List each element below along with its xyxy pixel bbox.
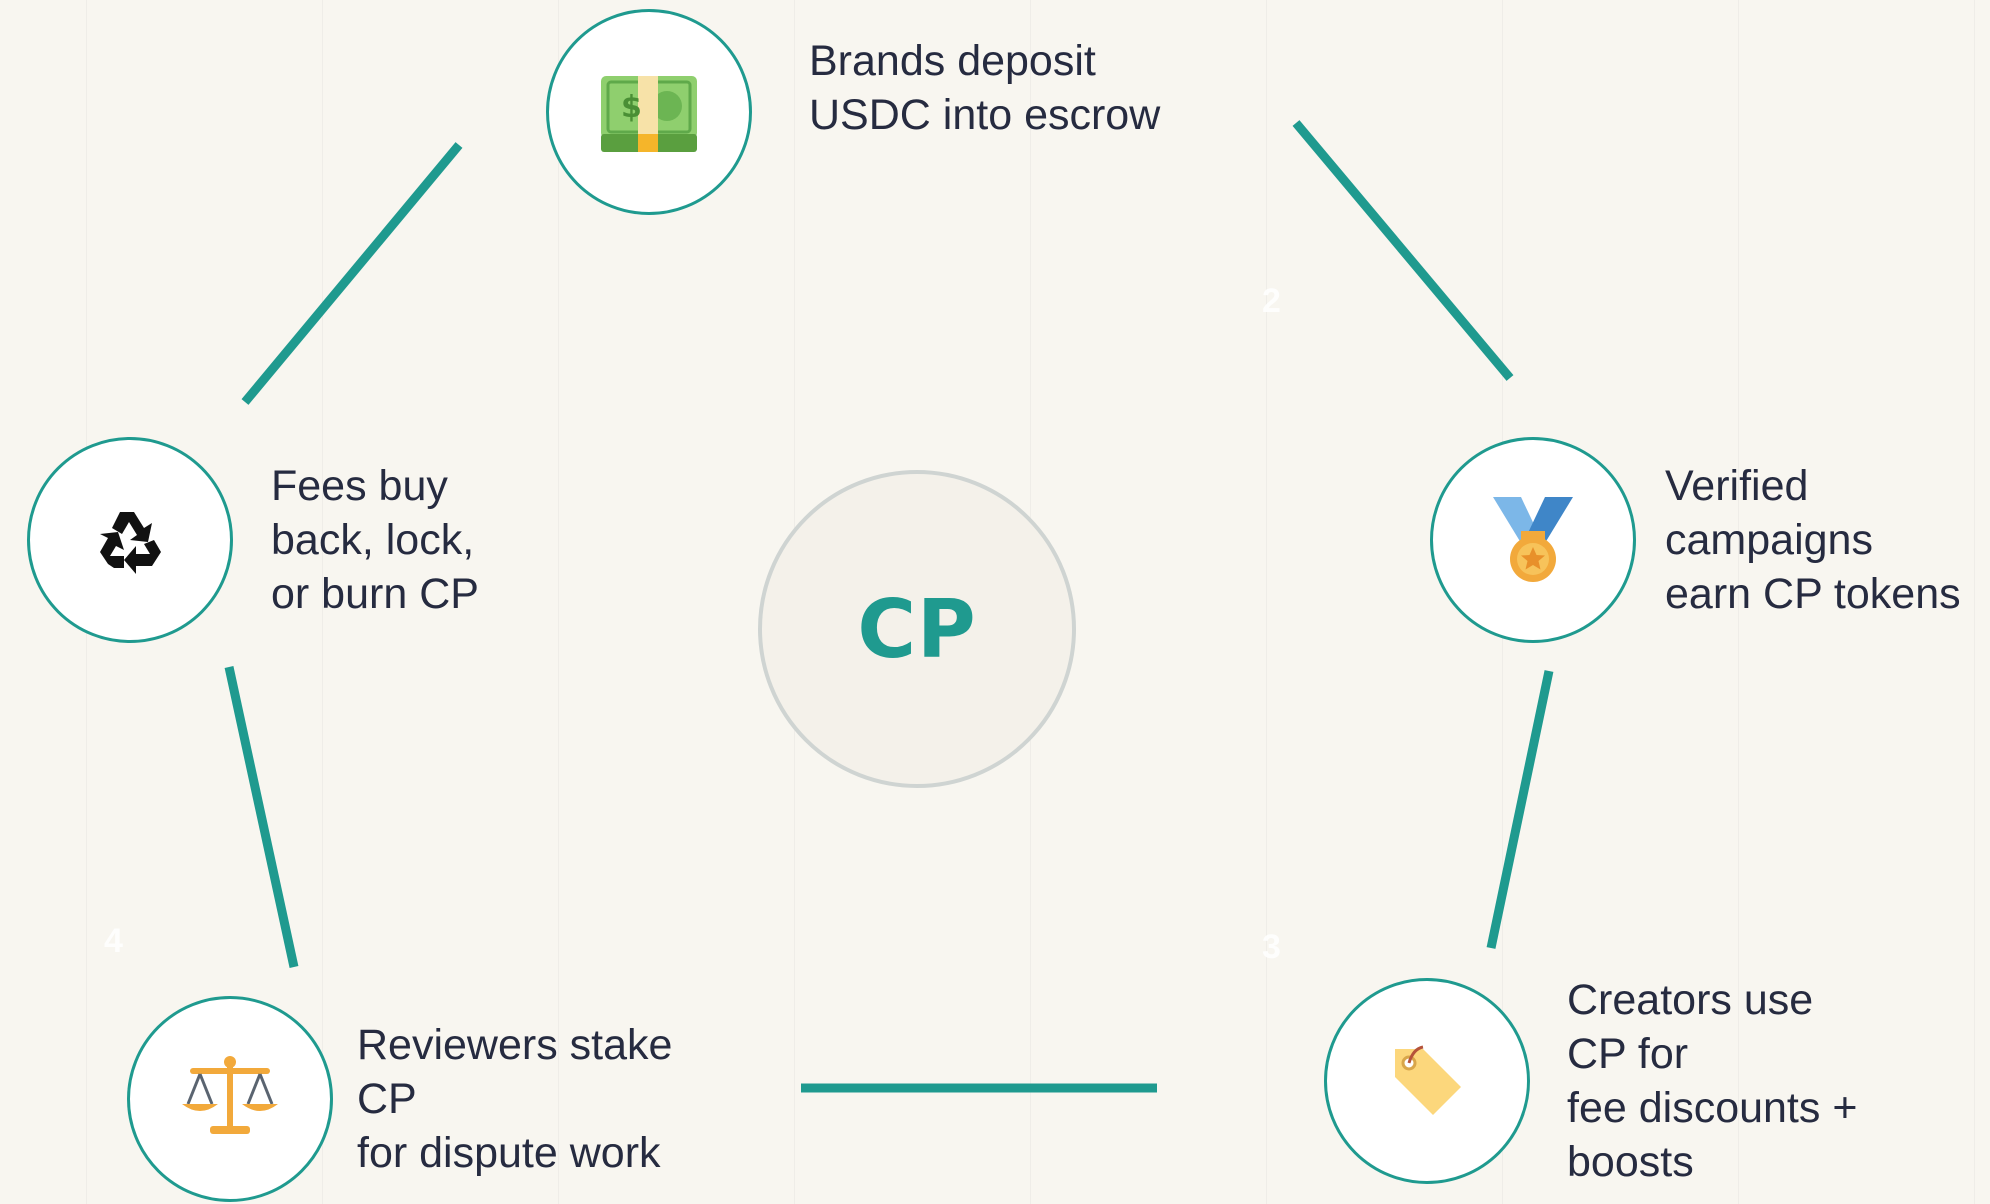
- price-tag-icon: [1395, 1045, 1461, 1115]
- money-bill-icon: $: [601, 76, 697, 152]
- connector-2-3: [1486, 670, 1554, 949]
- step-number-4: 4: [104, 922, 123, 960]
- step-3-label: Creators use CP for fee discounts + boos…: [1567, 976, 1858, 1186]
- scales-icon: [182, 1056, 278, 1134]
- step-4-node: [127, 996, 333, 1202]
- step-number-2: 2: [1262, 282, 1281, 320]
- step-1-label: Brands deposit USDC into escrow: [809, 37, 1161, 139]
- center-token-label: CP: [857, 582, 977, 676]
- svg-text:$: $: [621, 90, 642, 125]
- connector-5-1: [241, 142, 463, 405]
- step-4-label: Reviewers stake CP for dispute work: [357, 1021, 673, 1177]
- step-number-3: 3: [1262, 928, 1281, 966]
- medal-icon: [1493, 497, 1573, 582]
- step-1-node: $: [546, 9, 752, 215]
- step-5-label: Fees buy back, lock, or burn CP: [271, 462, 479, 618]
- step-5-node: [27, 437, 233, 643]
- connector-4-5: [224, 666, 299, 968]
- center-token-circle: CP: [758, 470, 1076, 788]
- connector-1-2: [1292, 120, 1514, 381]
- step-3-node: [1324, 978, 1530, 1184]
- step-2-label: Verified campaigns earn CP tokens: [1665, 462, 1961, 618]
- recycle-icon: [100, 512, 161, 574]
- step-2-node: [1430, 437, 1636, 643]
